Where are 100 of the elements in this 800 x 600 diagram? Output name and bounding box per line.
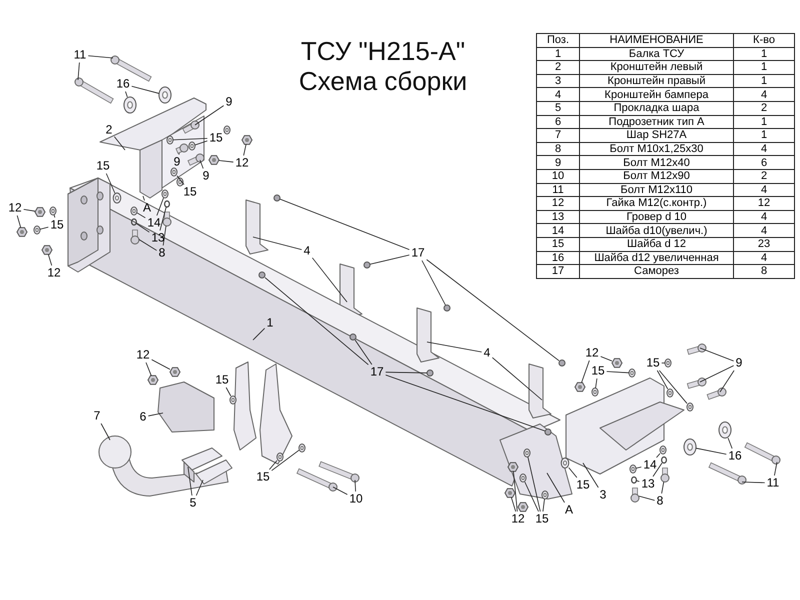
bolt	[686, 344, 706, 355]
tow-plate	[234, 362, 256, 450]
screw	[274, 194, 280, 202]
table-cell: Прокладка шара	[580, 101, 734, 116]
table-cell: 1	[734, 60, 794, 74]
table-cell: Болт М12х110	[580, 183, 734, 197]
table-cell: Гайка М12(с.контр.)	[580, 196, 734, 210]
callout-number: 11	[766, 476, 780, 490]
callout-number: A	[564, 504, 574, 516]
callout-number: 12	[584, 346, 600, 360]
hex-nut	[16, 227, 28, 237]
table-cell: 11	[536, 183, 580, 197]
table-cell: 5	[536, 101, 580, 116]
leader-line	[546, 472, 565, 503]
leader-line	[700, 348, 734, 362]
bolt	[630, 488, 640, 502]
table-cell: 12	[536, 196, 580, 210]
callout-number: 15	[95, 160, 111, 172]
leader-line	[661, 482, 664, 494]
bolt	[660, 468, 670, 482]
leader-line	[106, 173, 116, 194]
callout-number: 15	[214, 374, 230, 386]
leader-line	[426, 342, 482, 352]
leader-line	[513, 470, 518, 512]
leader-line	[264, 277, 369, 366]
table-cell: 8	[734, 264, 794, 278]
leader-line	[606, 371, 630, 374]
table-cell: 12	[734, 196, 794, 210]
leader-line	[131, 86, 160, 94]
leader-line	[194, 105, 224, 126]
callout-number: 15	[645, 356, 661, 370]
leader-line	[172, 138, 208, 140]
hex-nut	[169, 367, 181, 377]
leader-line	[636, 466, 642, 469]
table-cell: Саморез	[580, 264, 734, 278]
table-cell: Кронштейн левый	[580, 60, 734, 74]
leader-line	[151, 359, 170, 370]
callout-number: 15	[534, 512, 550, 526]
tow-plate	[260, 364, 292, 464]
washer	[130, 206, 138, 216]
leader-line	[40, 226, 49, 230]
hex-nut	[147, 375, 159, 385]
callout-number: 11	[72, 48, 88, 62]
hex-nut	[208, 155, 220, 165]
table-cell: 13	[536, 210, 580, 224]
leader-line	[652, 462, 662, 477]
callout-number: 16	[727, 450, 743, 462]
table-header-cell: НАИМЕНОВАНИЕ	[580, 34, 734, 48]
leader-line	[742, 482, 766, 484]
leader-line	[148, 412, 164, 416]
leader-line	[595, 378, 598, 388]
washer	[50, 206, 56, 216]
leader-line	[492, 357, 542, 400]
screw	[558, 360, 566, 366]
table-cell: 16	[536, 251, 580, 265]
callout-number: 17	[410, 246, 426, 260]
callout-number: 12	[135, 348, 151, 362]
callout-number: 8	[656, 494, 664, 508]
table-cell: Шайба d10(увелич.)	[580, 224, 734, 238]
bumper-bracket	[416, 308, 440, 362]
callout-number: 15	[575, 478, 591, 492]
callout-number: 12	[46, 266, 62, 280]
callout-number: 14	[146, 216, 162, 230]
leader-line	[136, 223, 150, 233]
callout-number: 3	[598, 488, 608, 502]
leader-line	[582, 462, 599, 488]
callout-number: 12	[510, 512, 526, 526]
leader-line	[638, 496, 656, 501]
washer	[170, 168, 178, 176]
callout-number: 15	[182, 186, 198, 198]
callout-number: 5	[188, 496, 198, 510]
bolt	[182, 120, 200, 134]
table-cell: 4	[734, 210, 794, 224]
table-cell: 6	[536, 115, 580, 129]
table-cell: 1	[734, 115, 794, 129]
leader-line	[510, 496, 516, 512]
leader-line	[23, 208, 36, 212]
leader-line	[146, 362, 152, 376]
end-plate	[500, 424, 572, 500]
leader-line	[728, 438, 733, 449]
leader-line	[332, 486, 348, 495]
leader-line	[178, 152, 180, 155]
table-cell: 4	[734, 183, 794, 197]
callout-number: 12	[234, 156, 250, 170]
callout-number: 6	[138, 410, 148, 424]
callout-number: 9	[172, 156, 182, 168]
bolt	[187, 154, 204, 166]
leader-line	[656, 453, 660, 458]
table-cell: 23	[734, 237, 794, 251]
leader-line	[138, 239, 158, 251]
screw	[444, 304, 450, 312]
leader-line	[54, 214, 56, 218]
leader-line	[524, 482, 539, 512]
leader-line	[280, 198, 410, 250]
callout-number: 9	[734, 356, 744, 370]
leader-line	[422, 260, 446, 306]
leader-line	[385, 372, 428, 374]
washer	[660, 446, 666, 454]
leader-line	[252, 328, 266, 340]
table-cell: 7	[536, 128, 580, 142]
